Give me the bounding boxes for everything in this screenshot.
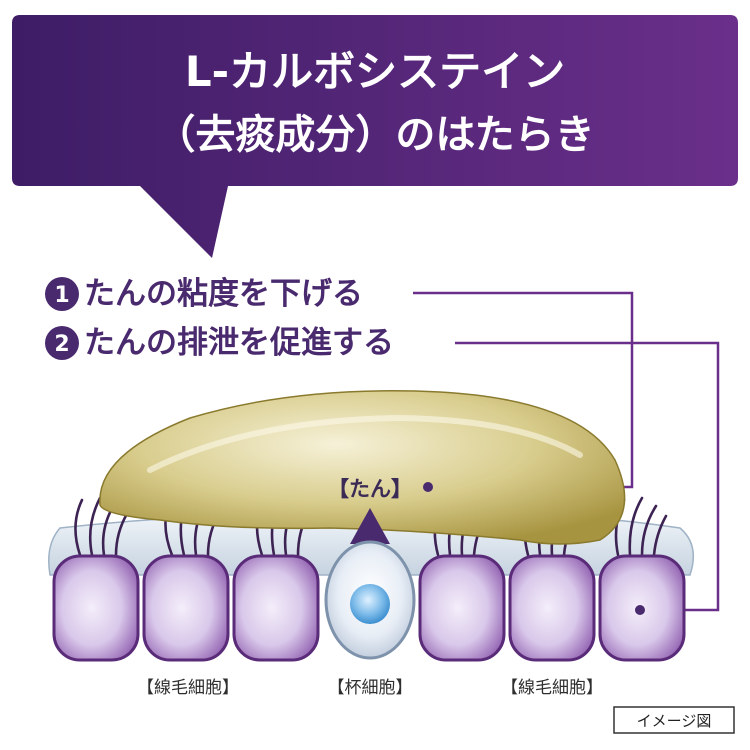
secretion-arrow-icon: [350, 508, 390, 544]
sputum-marker: [423, 482, 433, 492]
ciliated-cell: [508, 554, 596, 662]
ciliated-cell-label-left: 【線毛細胞】: [137, 678, 239, 698]
goblet-nucleus: [350, 584, 390, 624]
page-title-line1: L-カルボシステイン: [185, 47, 565, 96]
sputum-label: 【たん】: [328, 477, 412, 501]
ciliated-cell: [52, 554, 140, 662]
sputum-blob: 【たん】: [99, 390, 626, 545]
ciliated-cell: [142, 554, 230, 662]
number-1: 1: [54, 283, 69, 308]
point-1-text: たんの粘度を下げる: [84, 276, 363, 312]
title-bubble: L-カルボシステイン （去痰成分）のはたらき: [12, 15, 738, 258]
point-2-text: たんの排泄を促進する: [84, 325, 394, 361]
ciliated-cell: [232, 554, 320, 662]
ciliated-cells-right: [418, 554, 686, 662]
ciliated-cell-label-right: 【線毛細胞】: [501, 678, 603, 698]
goblet-cell-label: 【杯細胞】: [328, 678, 413, 698]
ciliated-cell: [418, 554, 506, 662]
image-note: イメージ図: [613, 706, 735, 734]
image-note-text: イメージ図: [637, 712, 712, 730]
point-1: 1 たんの粘度を下げる: [45, 276, 363, 312]
number-2: 2: [54, 332, 69, 357]
cell-marker: [635, 605, 645, 615]
number-badge-2: [45, 326, 79, 360]
point-2: 2 たんの排泄を促進する: [45, 325, 394, 361]
ciliated-cells-left: [52, 554, 320, 662]
number-badge-1: [45, 277, 79, 311]
page-title-line2: （去痰成分）のはたらき: [155, 112, 594, 158]
goblet-cell: [324, 540, 416, 660]
